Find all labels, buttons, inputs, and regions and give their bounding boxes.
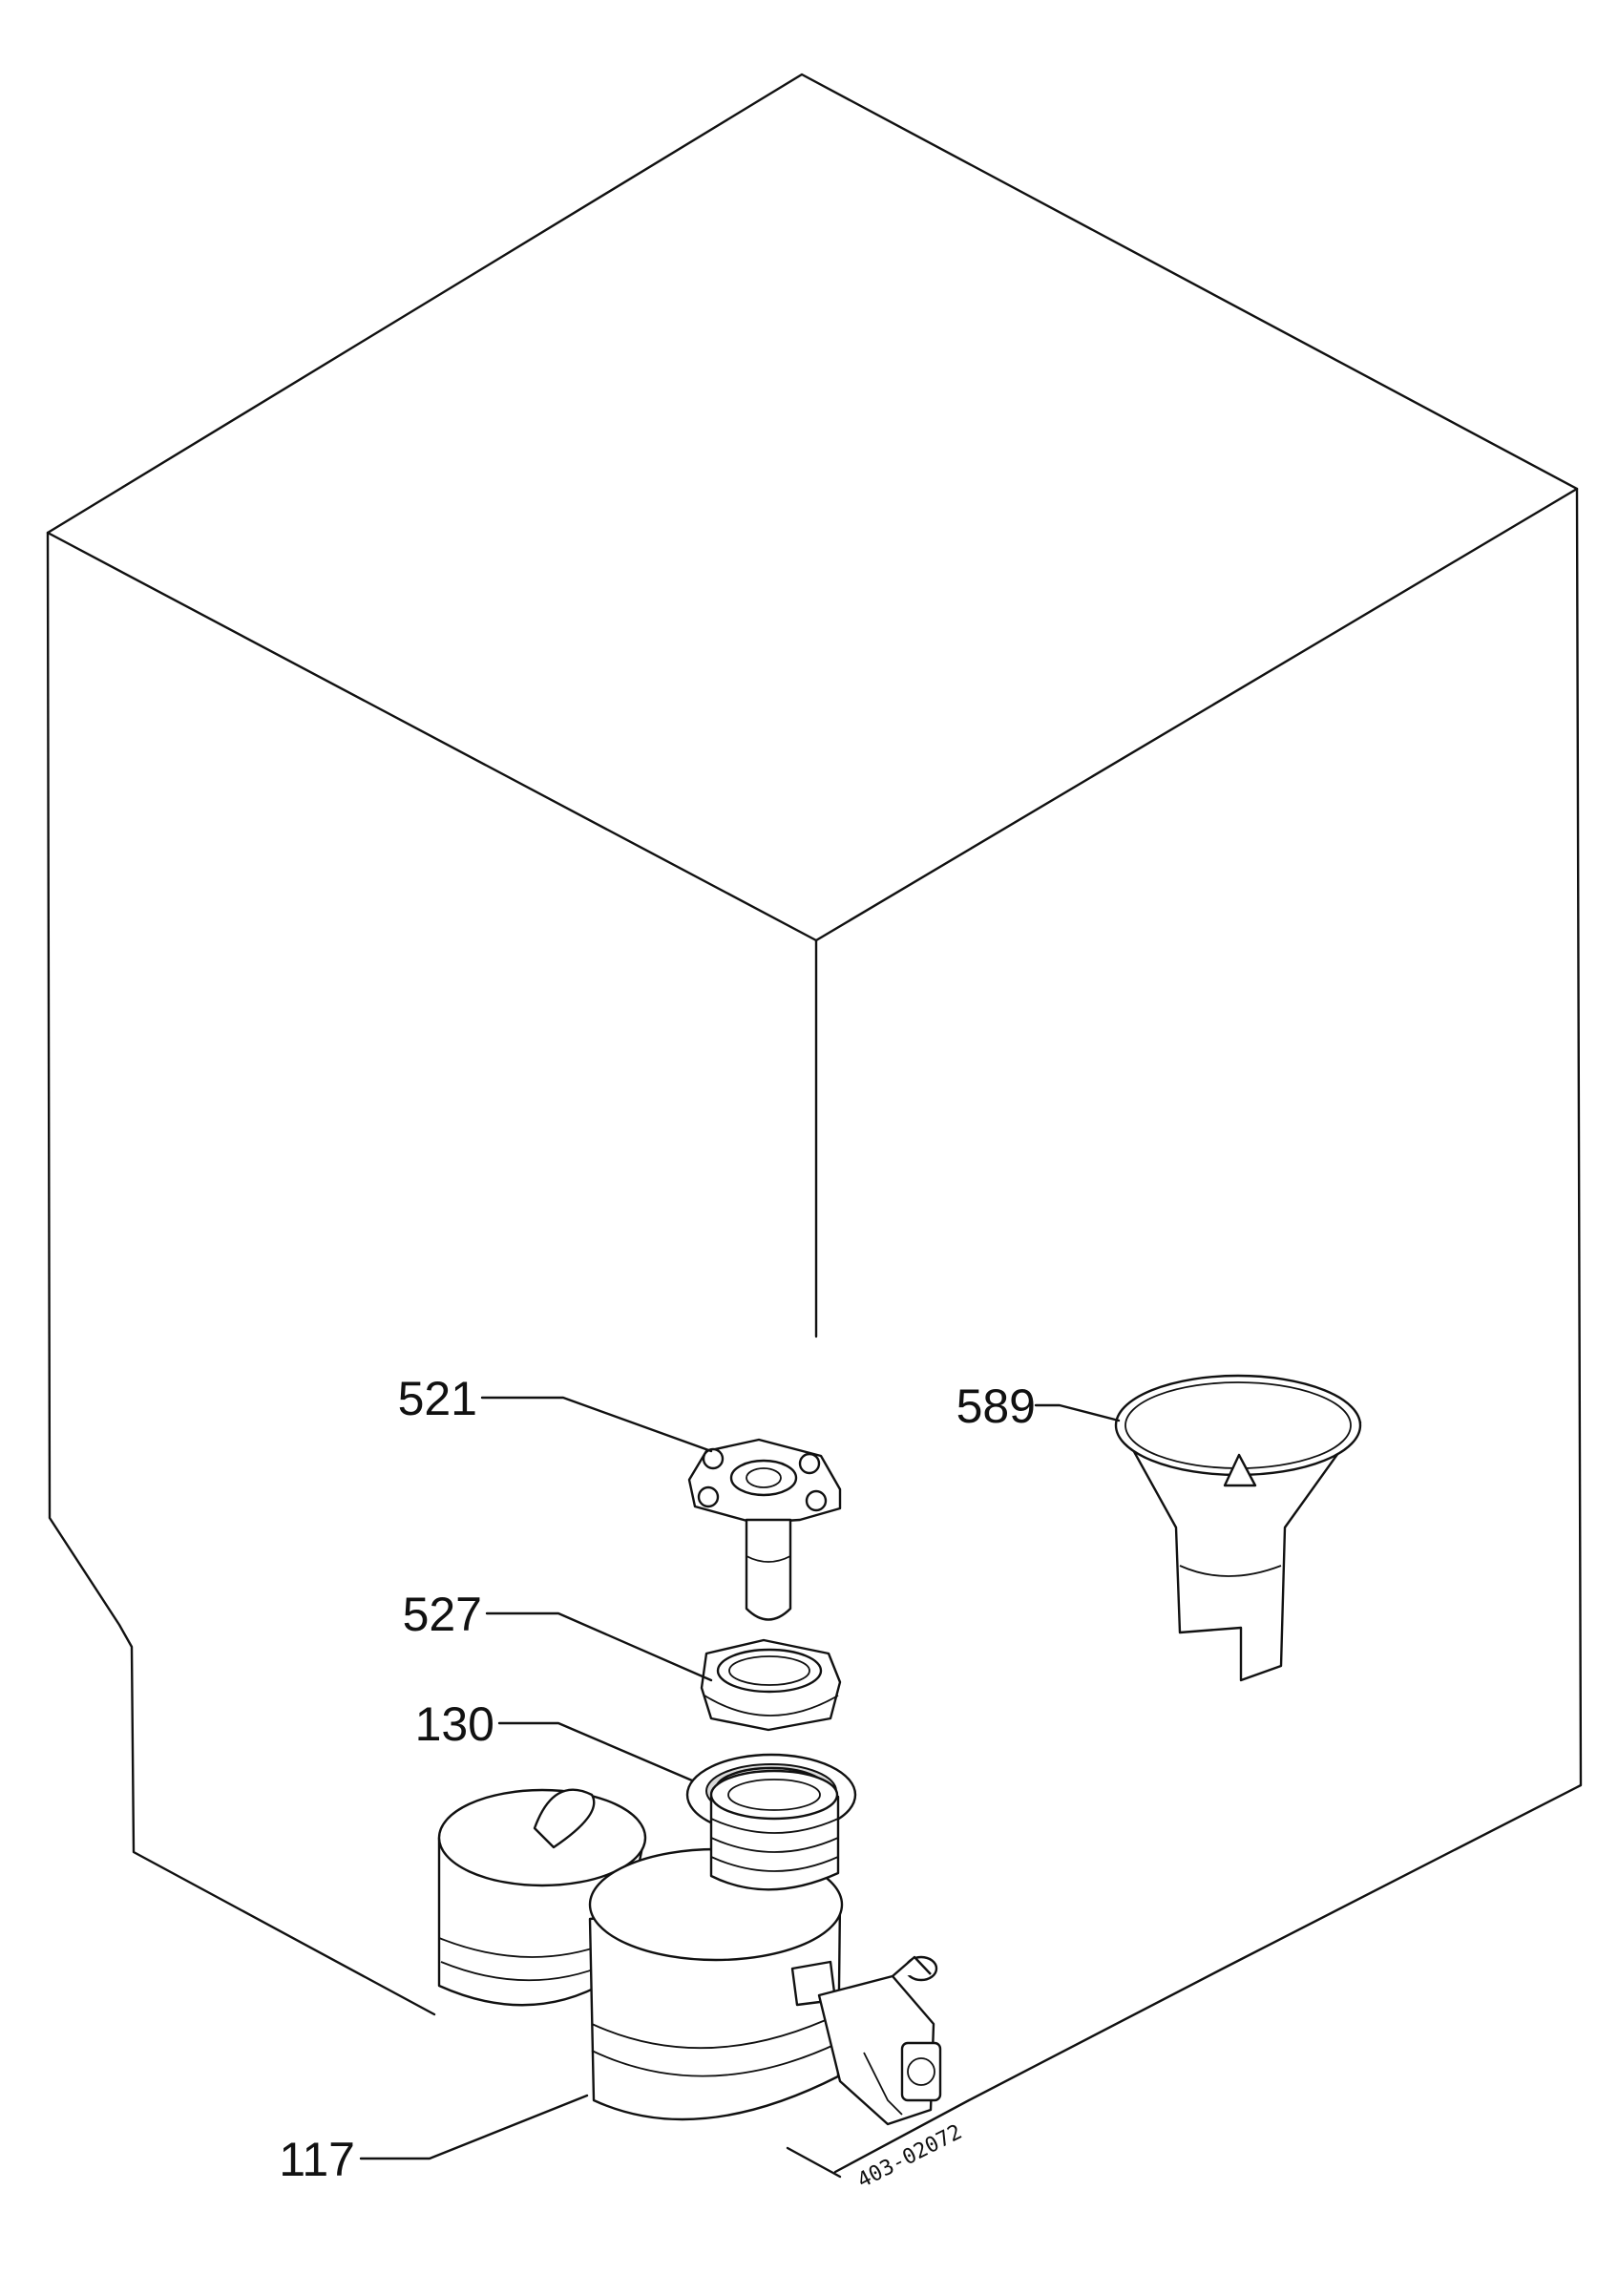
callout-117: 117 — [279, 2133, 355, 2186]
callout-589: 589 — [956, 1380, 1036, 1433]
cabinet-outline — [46, 73, 1583, 2179]
callout-130: 130 — [415, 1697, 494, 1751]
part-589-funnel — [1114, 1374, 1362, 1682]
part-117-water-softener — [437, 1769, 942, 2126]
part-527-hex-nut — [700, 1638, 842, 1732]
callout-521: 521 — [398, 1372, 477, 1425]
part-521-flange — [687, 1438, 842, 1621]
callout-leaders — [359, 1396, 1121, 2160]
callout-527: 527 — [403, 1588, 482, 1641]
